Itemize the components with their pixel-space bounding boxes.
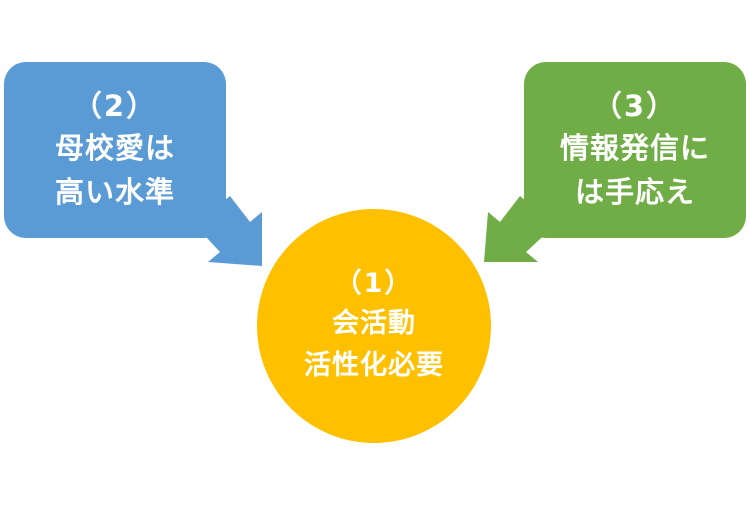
node-label-line2: 活性化必要 <box>304 350 444 381</box>
node-label-line1: 会活動 <box>332 308 416 339</box>
node-number: （1） <box>334 268 414 299</box>
node-number: （3） <box>592 89 678 123</box>
node-label-line1: 母校愛は <box>54 131 175 165</box>
node-label-line1: 情報発信に <box>559 131 710 165</box>
node-school-love: （2） 母校愛は 高い水準 <box>4 62 226 238</box>
node-number: （2） <box>72 89 158 123</box>
node-activity: （1） 会活動 活性化必要 <box>257 209 491 443</box>
node-label-line2: は手応え <box>574 175 695 209</box>
node-label-line2: 高い水準 <box>54 175 175 209</box>
node-information: （3） 情報発信に は手応え <box>524 62 746 238</box>
